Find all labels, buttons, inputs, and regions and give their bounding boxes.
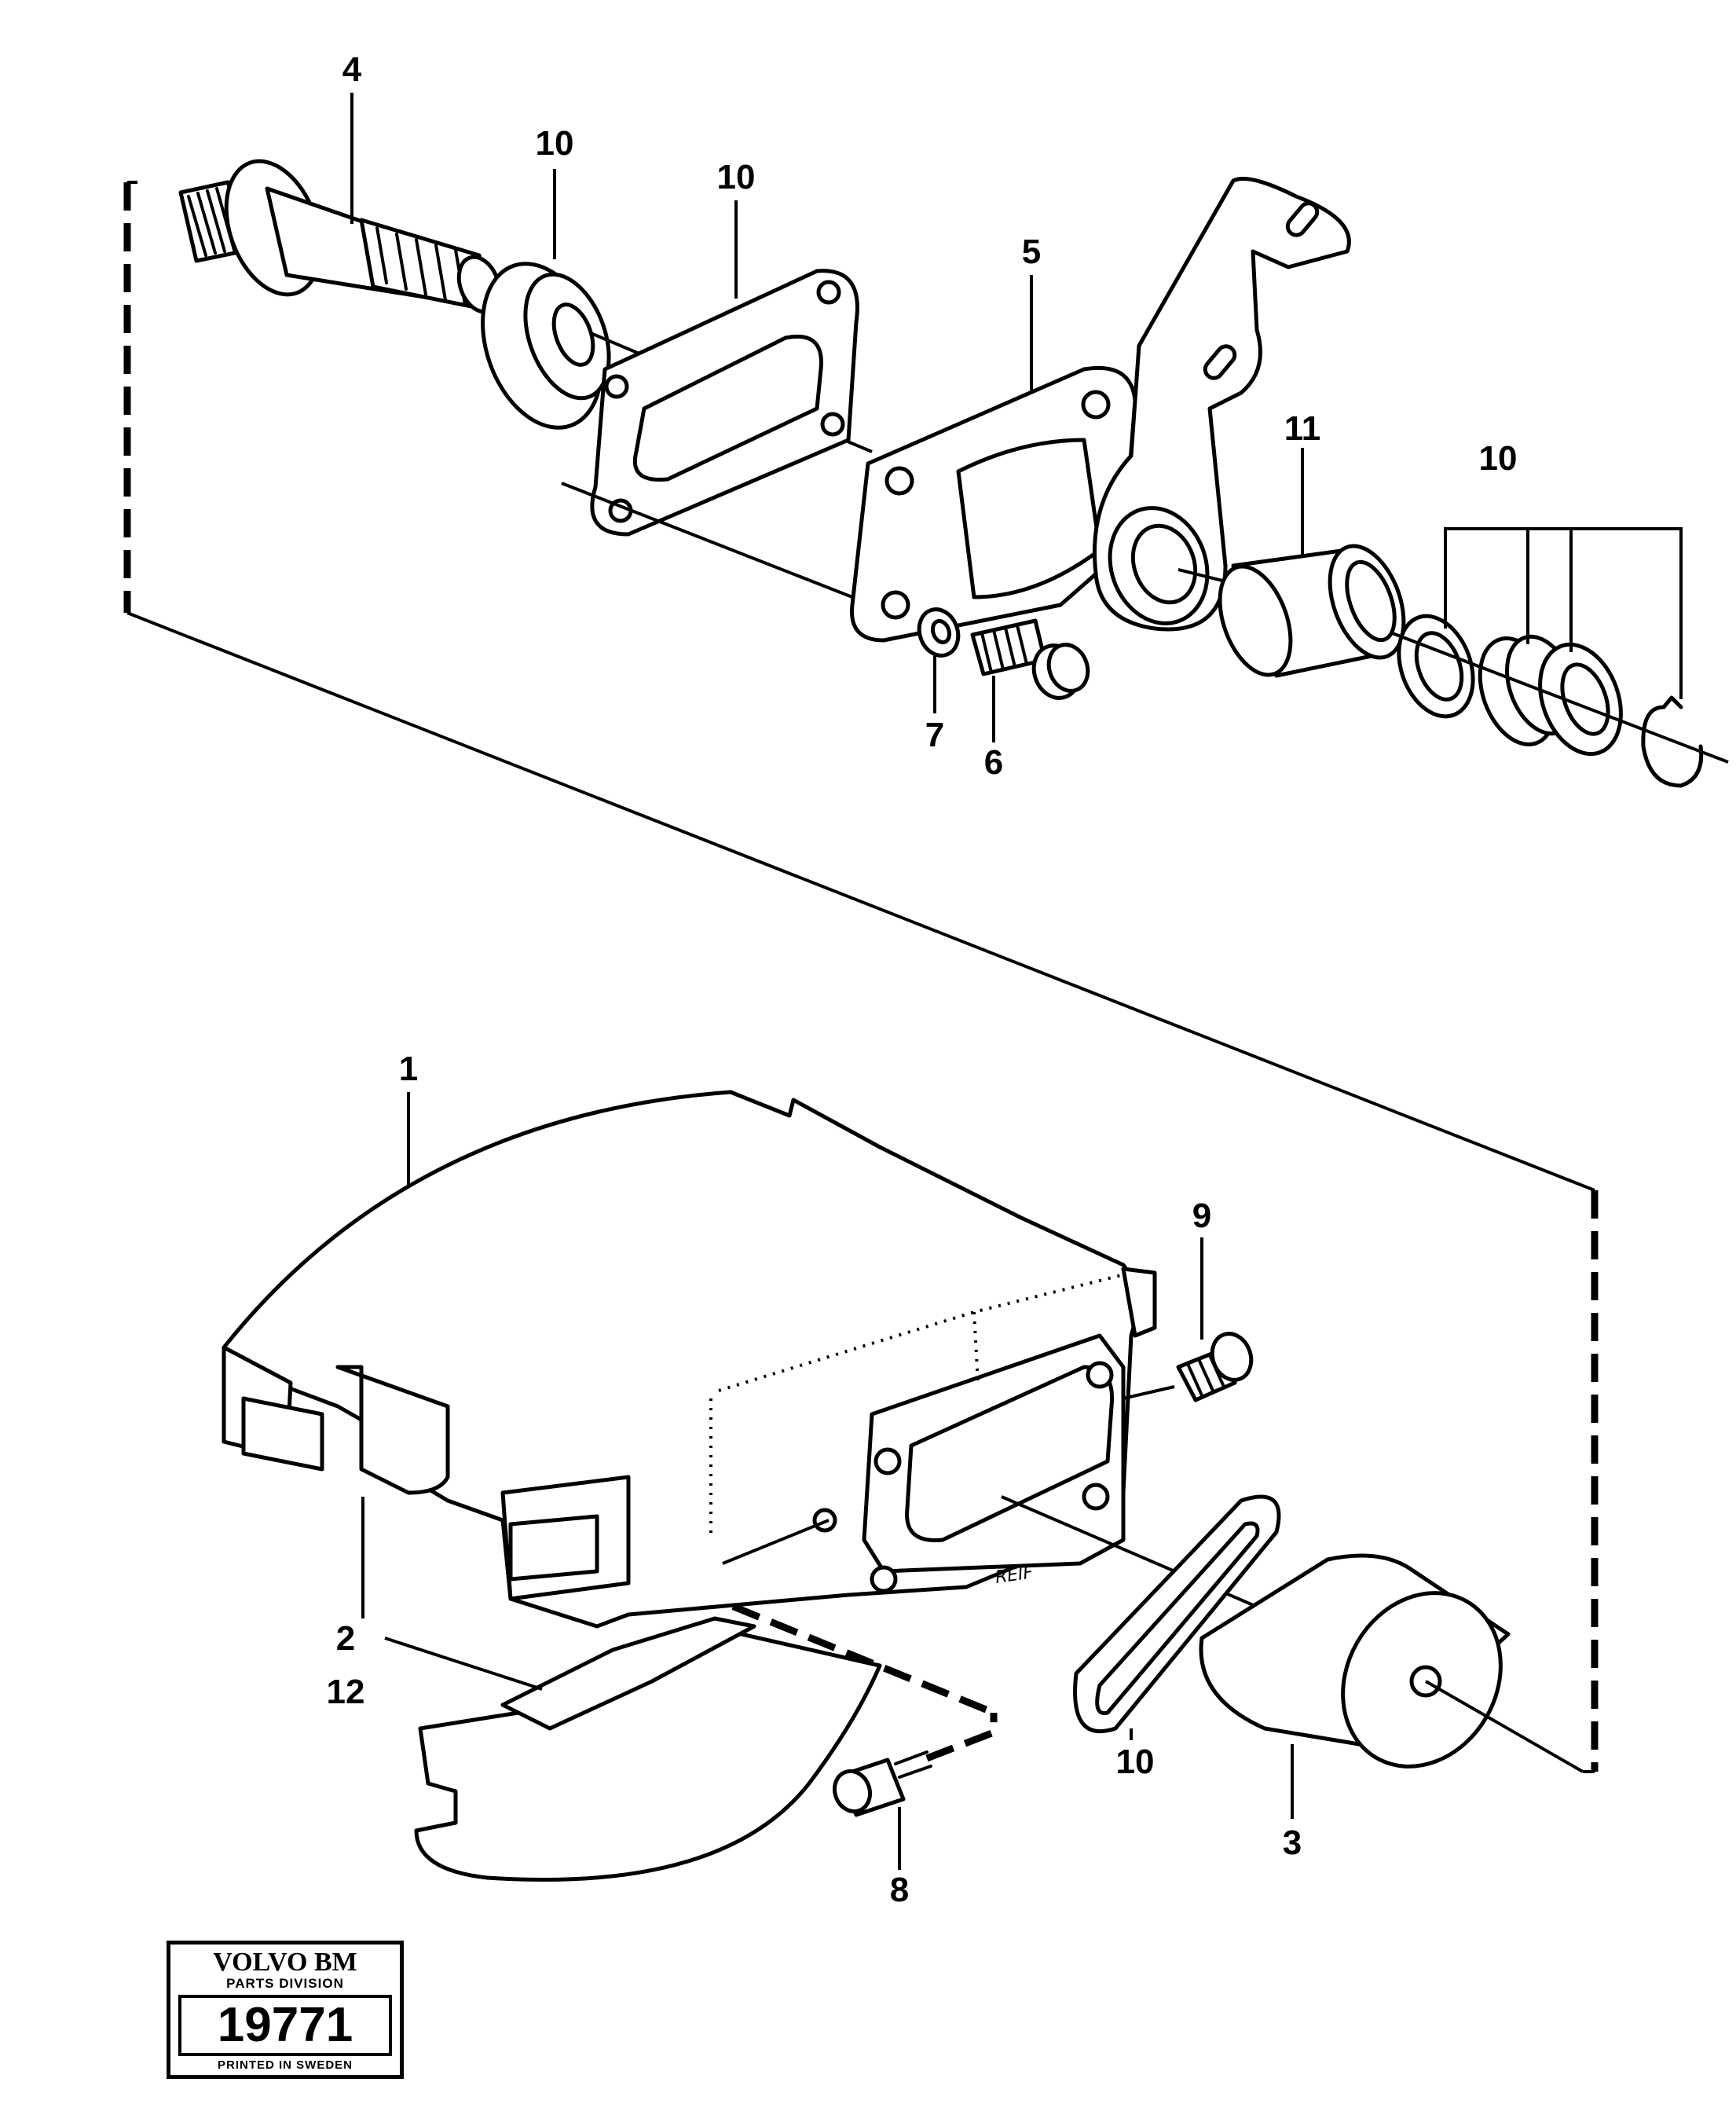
callout-7: 7 xyxy=(925,716,944,754)
stamp-number: 19771 xyxy=(217,1998,353,2052)
gasket-part-10 xyxy=(561,269,859,599)
oring-part-10 xyxy=(1073,1494,1281,1734)
callout-2: 2 xyxy=(336,1619,355,1658)
callout-8: 8 xyxy=(890,1871,909,1909)
handwritten-note: REIF xyxy=(994,1563,1035,1588)
stamp-number-box xyxy=(178,1995,392,2056)
callout-3: 3 xyxy=(1283,1824,1302,1862)
block-part-3 xyxy=(1199,1553,1584,1773)
callout-9: 9 xyxy=(1192,1197,1211,1235)
bushing-part-11 xyxy=(1218,544,1406,678)
housing-part-1 xyxy=(222,1090,1258,1629)
plug-part-9 xyxy=(1176,1332,1254,1402)
callout-10-ring: 10 xyxy=(1116,1743,1155,1781)
shoe-plate-part-2 xyxy=(414,1616,882,1882)
seal-kit-part-10 xyxy=(1390,527,1729,788)
lever-bracket-part-5 xyxy=(850,177,1351,643)
nipple-part-8 xyxy=(832,1713,998,1817)
callout-10-seal: 10 xyxy=(536,124,574,163)
washer-part-7 xyxy=(917,607,961,658)
shaft-part-4 xyxy=(178,159,502,314)
callout-leaders xyxy=(350,93,1304,1870)
callout-11: 11 xyxy=(1284,409,1321,448)
callout-4: 4 xyxy=(342,50,362,89)
stamp-division: PARTS DIVISION xyxy=(226,1976,344,1991)
callout-12: 12 xyxy=(327,1673,365,1711)
callout-5: 5 xyxy=(1022,233,1041,271)
callout-10-gasket: 10 xyxy=(717,158,756,196)
callout-1: 1 xyxy=(399,1050,418,1088)
bolt-part-6 xyxy=(970,618,1090,700)
stamp-printed: PRINTED IN SWEDEN xyxy=(217,2058,353,2072)
seal-part-10 xyxy=(481,262,873,453)
callout-6: 6 xyxy=(984,743,1003,782)
assembly-boundary xyxy=(123,181,1599,1773)
parts-division-stamp: VOLVO BM PARTS DIVISION 19771 PRINTED IN… xyxy=(167,1941,404,2079)
stamp-brand: VOLVO BM xyxy=(213,1948,357,1977)
callout-10-kit: 10 xyxy=(1479,439,1518,478)
